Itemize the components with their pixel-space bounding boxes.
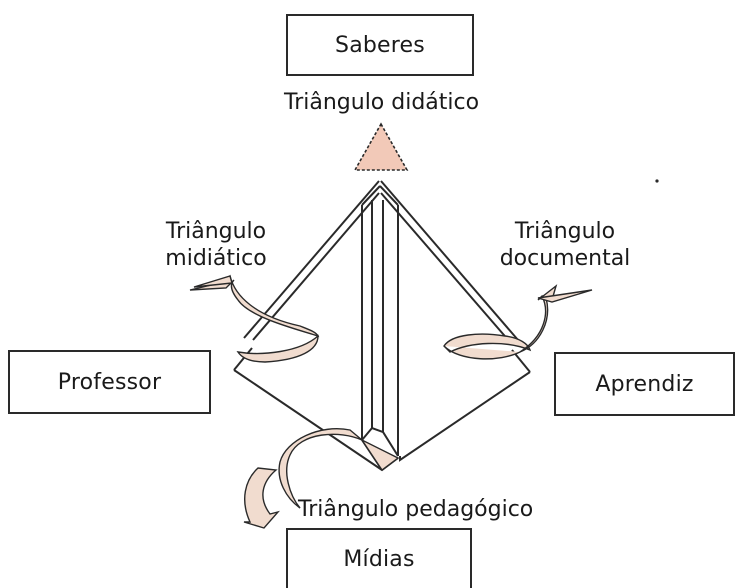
node-saberes: Saberes — [286, 14, 474, 76]
right-panel-edge — [399, 371, 531, 462]
label-triangulo-documental: Triângulo documental — [494, 218, 636, 272]
pillar-join-top-r — [379, 185, 399, 206]
label-documental-line1: Triângulo — [514, 219, 616, 244]
left-edge-outer — [243, 180, 380, 339]
label-triangulo-midiatico: Triângulo midiático — [156, 218, 276, 272]
left-panel-top — [233, 347, 253, 371]
apex-arrow — [353, 122, 409, 171]
node-saberes-label: Saberes — [335, 32, 425, 58]
label-midiatico-line2: midiático — [165, 246, 267, 271]
node-aprendiz: Aprendiz — [554, 352, 735, 416]
swirl-midiatico — [189, 274, 320, 363]
swirl-pedagogico-tail — [243, 467, 280, 529]
right-edge-inner — [380, 192, 511, 343]
label-triangulo-pedagogico: Triângulo pedagógico — [298, 497, 534, 522]
label-triangulo-didatico: Triângulo didático — [284, 90, 480, 115]
right-edge-outer — [380, 180, 519, 341]
node-midias-label: Mídias — [343, 546, 415, 572]
swirl-pedagogico — [278, 428, 363, 509]
label-documental-line2: documental — [499, 246, 631, 271]
left-edge-inner — [252, 192, 380, 341]
swirl-documental — [443, 284, 558, 360]
pillar-join-top — [361, 185, 381, 206]
node-midias: Mídias — [286, 528, 472, 588]
node-aprendiz-label: Aprendiz — [595, 371, 694, 397]
pillar-bottom — [361, 426, 399, 457]
node-professor: Professor — [8, 350, 211, 414]
label-midiatico-line1: Triângulo — [165, 219, 267, 244]
node-professor-label: Professor — [57, 369, 162, 395]
